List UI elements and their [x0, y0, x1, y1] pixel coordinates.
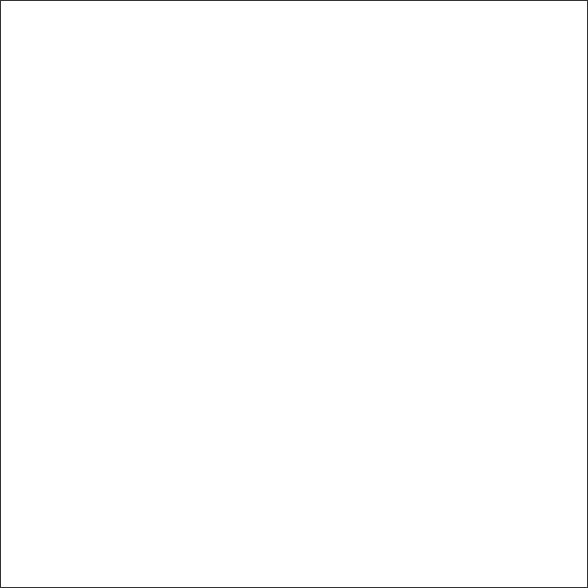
blank-window-frame: [0, 0, 588, 588]
blank-content-area: [2, 2, 586, 586]
